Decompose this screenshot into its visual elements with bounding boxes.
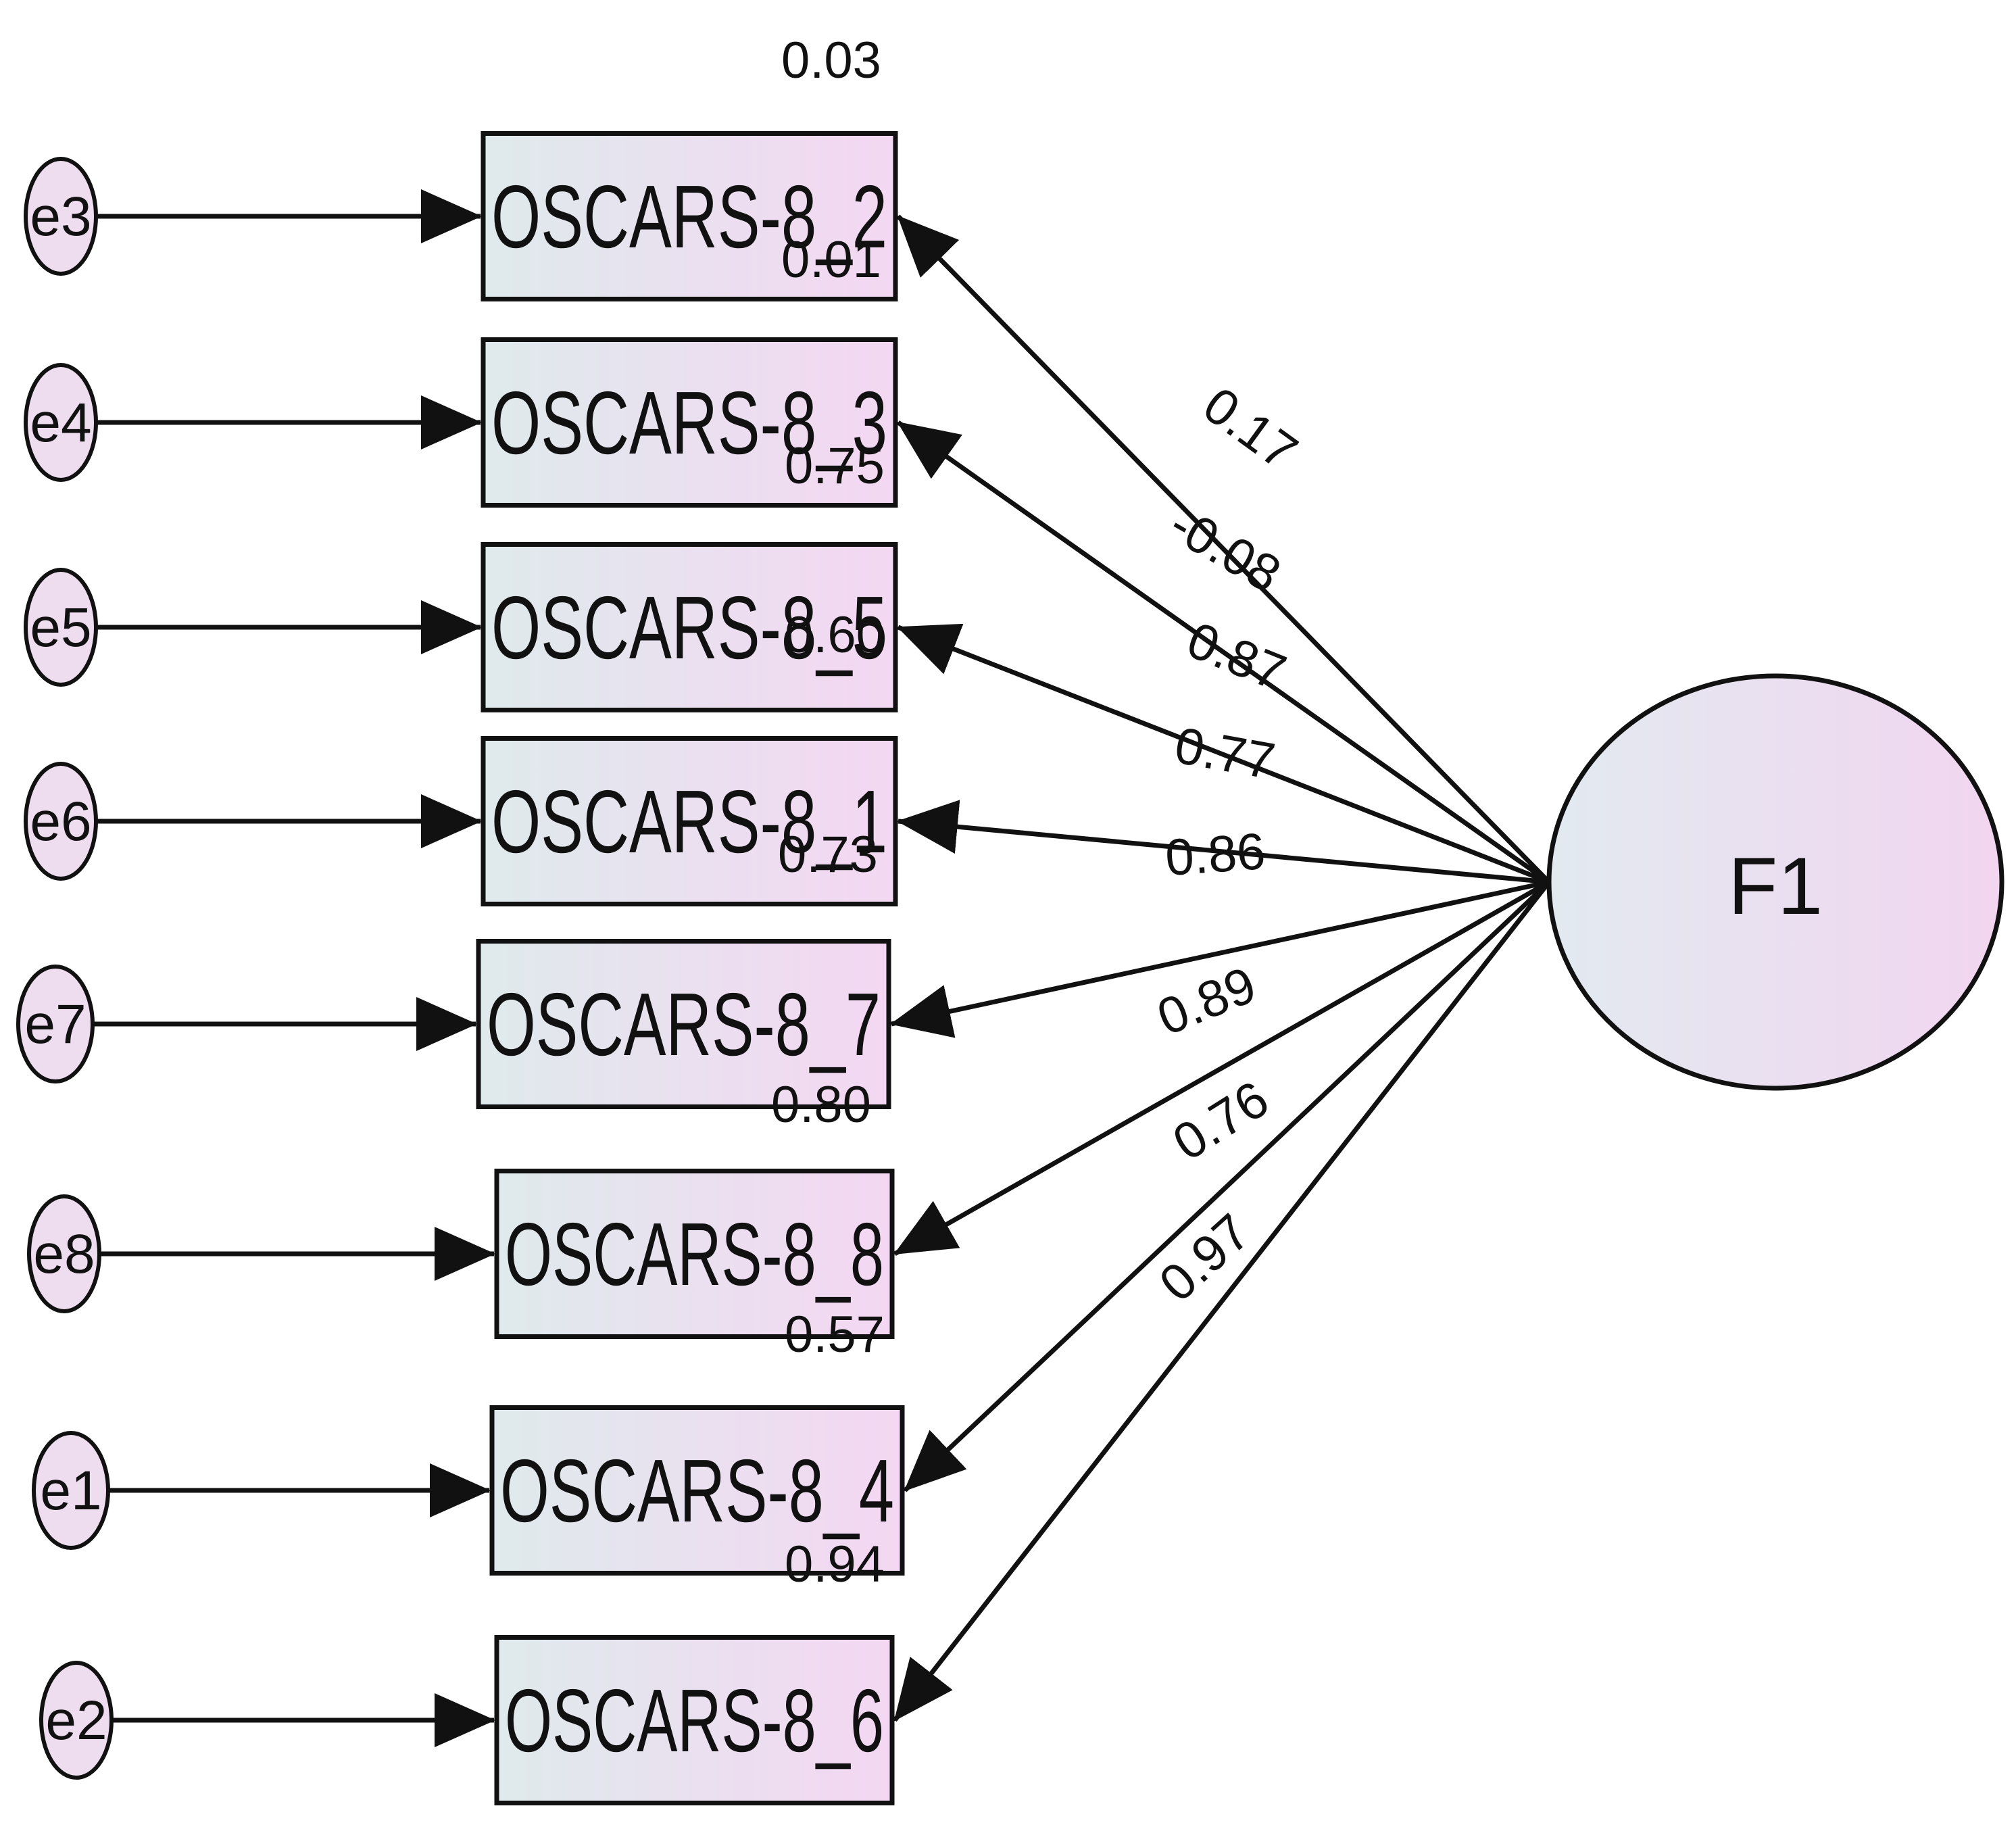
indicator-group: e4 OSCARS-8_30.75 <box>24 337 898 508</box>
loading-paths: 0.17-0.080.870.770.860.890.760.97 <box>890 214 1551 1722</box>
error-label: e1 <box>40 1460 101 1521</box>
indicator-label: OSCARS-8_7 <box>487 975 881 1074</box>
r2-label: 0.94 <box>785 1536 885 1593</box>
error-label: e8 <box>33 1223 95 1285</box>
loading-label: 0.97 <box>1149 1203 1262 1313</box>
loading-label: 0.86 <box>1163 823 1267 887</box>
loading-arrow <box>896 420 1551 884</box>
loading-label: 0.89 <box>1150 956 1264 1046</box>
factor-ellipse[interactable] <box>1546 673 2005 1091</box>
indicator-group: e6 OSCARS-8_10.73 <box>24 736 898 906</box>
error-label: e6 <box>30 791 91 852</box>
indicator-box[interactable] <box>481 131 898 301</box>
error-label: e2 <box>45 1690 107 1751</box>
loading-label: 0.17 <box>1193 376 1308 482</box>
r2-label: 0.57 <box>785 1306 885 1363</box>
indicator-box[interactable] <box>476 939 891 1109</box>
loading-arrow <box>903 880 1551 1492</box>
indicator-label: OSCARS-8_8 <box>505 1204 884 1304</box>
indicator-box[interactable] <box>481 337 898 508</box>
error-label: e5 <box>30 597 91 658</box>
indicator-label: OSCARS-8_2 <box>491 167 887 266</box>
indicator-group: e7 OSCARS-8_70.80 <box>16 939 891 1134</box>
loading-arrow <box>896 214 1551 884</box>
r2-label: 0.73 <box>778 826 878 883</box>
loading-arrow <box>890 879 1550 1038</box>
r2-label: 0.80 <box>771 1076 871 1134</box>
indicator-group: e8 OSCARS-8_80.57 <box>27 1169 895 1363</box>
indicator-box[interactable] <box>489 1405 905 1576</box>
error-label: e3 <box>30 186 91 247</box>
loading-label: -0.08 <box>1160 495 1290 604</box>
loading-label: 0.77 <box>1171 716 1279 790</box>
factor-label: F1 <box>1728 841 1823 931</box>
indicator-box[interactable] <box>481 736 898 906</box>
top-value-label: 0.03 <box>781 32 881 89</box>
indicator-label: OSCARS-8_1 <box>491 772 887 871</box>
indicator-group: e1 OSCARS-8_40.94 <box>32 1405 905 1593</box>
error-label: e4 <box>30 392 91 454</box>
indicator-group: e5 OSCARS-8_50.60 <box>24 542 898 712</box>
indicator-box[interactable] <box>494 1169 895 1339</box>
loading-arrow <box>893 880 1551 1722</box>
loading-label: 0.87 <box>1179 611 1294 702</box>
indicator-label: OSCARS-8_6 <box>505 1671 884 1770</box>
indicator-box[interactable] <box>494 1635 895 1805</box>
indicator-label: OSCARS-8_5 <box>491 578 887 677</box>
error-label: e7 <box>24 994 86 1055</box>
indicator-label: OSCARS-8_3 <box>491 373 887 472</box>
r2-label: 0.75 <box>785 437 885 495</box>
indicator-box[interactable] <box>481 542 898 712</box>
indicator-group: e2 OSCARS-8_6 <box>39 1635 895 1805</box>
factor-node[interactable]: F1 <box>1546 673 2005 1091</box>
r2-label: 0.01 <box>781 231 881 289</box>
r2-label: 0.60 <box>785 606 885 664</box>
indicator-group: e3 OSCARS-8_20.01 <box>24 131 898 301</box>
loading-arrow <box>893 879 1550 1257</box>
loading-arrow <box>897 800 1550 885</box>
indicator-label: OSCARS-8_4 <box>500 1441 894 1540</box>
loading-arrow <box>897 623 1550 885</box>
